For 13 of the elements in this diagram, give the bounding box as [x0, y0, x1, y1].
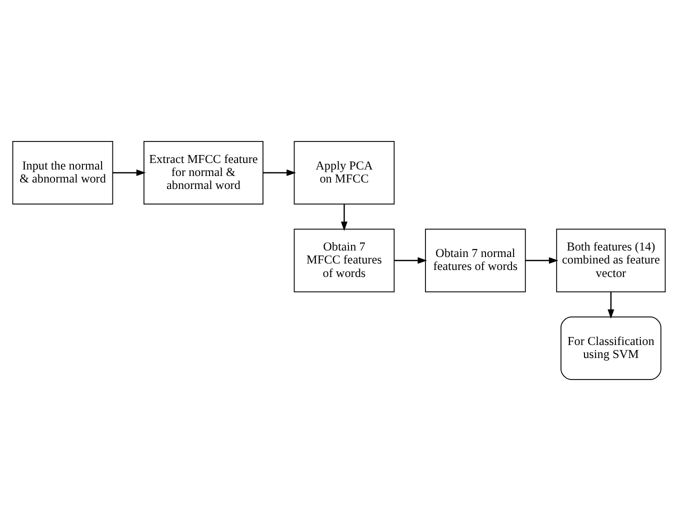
node-box: Apply PCA on MFCC: [294, 140, 395, 204]
arrow: [263, 168, 296, 176]
arrow: [112, 168, 146, 176]
arrow: [394, 256, 428, 264]
node-box: Extract MFCC feature for normal & abnormal word: [144, 140, 264, 204]
arrow: [340, 204, 348, 230]
node-box: For Classification using SVM: [560, 316, 662, 380]
arrow: [608, 291, 614, 318]
node-box: Input the normal & abnormal word: [12, 140, 114, 204]
node-box: Obtain 7 normal features of words: [425, 228, 526, 292]
node-box: Obtain 7 MFCC features of words: [294, 228, 395, 292]
arrow: [525, 256, 558, 264]
node-box: Both features (14) combined as feature vector: [556, 228, 666, 292]
